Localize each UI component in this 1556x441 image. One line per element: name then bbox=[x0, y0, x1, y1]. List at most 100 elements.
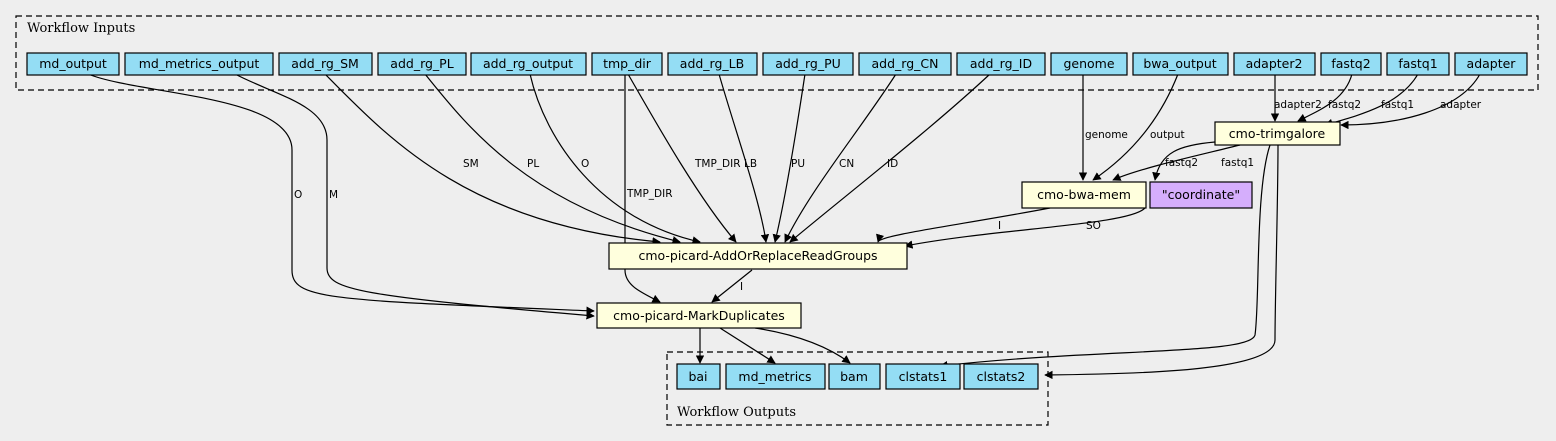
output-label-md-metrics: md_metrics bbox=[738, 369, 811, 384]
input-label-add-rg-lb: add_rg_LB bbox=[680, 56, 744, 71]
input-label-adapter: adapter bbox=[1467, 56, 1517, 71]
input-label-tmp-dir: tmp_dir bbox=[603, 56, 652, 71]
step-label-trimgalore: cmo-trimgalore bbox=[1229, 126, 1326, 141]
input-label-adapter2: adapter2 bbox=[1246, 56, 1303, 71]
step-label-bwa-mem: cmo-bwa-mem bbox=[1037, 187, 1131, 202]
edge-label-fastq1-trim: fastq1 bbox=[1381, 99, 1414, 111]
edge-trim-clstats1 bbox=[939, 144, 1271, 370]
edge-trim-bwa-fastq1 bbox=[1112, 144, 1241, 181]
edge-coordinate-addrg bbox=[904, 207, 1146, 249]
output-node-clstats2[interactable]: clstats2 bbox=[963, 363, 1039, 390]
output-node-bam[interactable]: bam bbox=[828, 363, 881, 390]
input-node-add-rg-sm[interactable]: add_rg_SM bbox=[278, 52, 373, 76]
edge-add-rg-lb bbox=[718, 73, 770, 243]
input-label-bwa-output: bwa_output bbox=[1143, 56, 1216, 71]
edge-tmp-dir-addrg bbox=[627, 73, 737, 243]
edge-label-id: ID bbox=[887, 158, 898, 170]
workflow-outputs-cluster: Workflow Outputs bbox=[666, 351, 1049, 426]
edge-addrg-markdup bbox=[711, 269, 753, 303]
output-label-bai: bai bbox=[688, 369, 707, 384]
edge-add-rg-id bbox=[789, 73, 991, 243]
input-label-add-rg-id: add_rg_ID bbox=[970, 56, 1032, 71]
input-label-genome: genome bbox=[1063, 56, 1114, 71]
input-node-bwa-output[interactable]: bwa_output bbox=[1132, 52, 1229, 76]
input-label-fastq2: fastq2 bbox=[1331, 56, 1370, 71]
edge-md-metrics-output bbox=[234, 73, 595, 320]
edge-markdup-metrics bbox=[719, 327, 776, 364]
edge-label-adapter: adapter bbox=[1440, 99, 1482, 111]
step-node-add-rg[interactable]: cmo-picard-AddOrReplaceReadGroups bbox=[608, 242, 908, 270]
output-label-clstats1: clstats1 bbox=[899, 369, 948, 384]
input-node-add-rg-output[interactable]: add_rg_output bbox=[470, 52, 587, 76]
output-nodes: bai md_metrics bam clstats1 clstats2 bbox=[676, 363, 1039, 390]
output-node-md-metrics[interactable]: md_metrics bbox=[725, 363, 826, 390]
input-node-add-rg-pl[interactable]: add_rg_PL bbox=[377, 52, 467, 76]
inputs-cluster-title: Workflow Inputs bbox=[27, 21, 135, 36]
input-node-md-metrics-output[interactable]: md_metrics_output bbox=[124, 52, 274, 76]
edge-label-so: SO bbox=[1086, 220, 1101, 232]
input-node-add-rg-lb[interactable]: add_rg_LB bbox=[667, 52, 758, 76]
edge-tmp-dir-markdup bbox=[624, 74, 661, 303]
edge-label-m: M bbox=[329, 189, 338, 201]
input-node-md-output[interactable]: md_output bbox=[26, 52, 120, 76]
edge-markdup-bam bbox=[754, 327, 851, 364]
edge-label-o-1: O bbox=[294, 189, 302, 201]
edge-label-tmp-dir-2: TMP_DIR bbox=[626, 188, 673, 200]
edge-add-rg-pl bbox=[424, 73, 681, 245]
edge-label-o-2: O bbox=[581, 158, 589, 170]
const-node-coordinate[interactable]: "coordinate" bbox=[1149, 181, 1253, 209]
edge-label-bwa-i: I bbox=[998, 220, 1001, 232]
edge-fastq2-trim bbox=[1297, 73, 1353, 122]
output-node-clstats1[interactable]: clstats1 bbox=[885, 363, 961, 390]
edge-bwa-addrg bbox=[876, 207, 1051, 243]
input-label-add-rg-output: add_rg_output bbox=[483, 56, 573, 71]
output-label-bam: bam bbox=[840, 369, 868, 384]
edge-add-rg-sm bbox=[324, 73, 661, 246]
edge-add-rg-output bbox=[529, 73, 701, 245]
outputs-cluster-title: Workflow Outputs bbox=[677, 405, 796, 420]
edge-trim-clstats2 bbox=[1044, 144, 1279, 380]
input-node-adapter2[interactable]: adapter2 bbox=[1233, 52, 1316, 76]
input-node-add-rg-pu[interactable]: add_rg_PU bbox=[762, 52, 854, 76]
input-node-genome[interactable]: genome bbox=[1050, 52, 1128, 76]
step-node-markdup[interactable]: cmo-picard-MarkDuplicates bbox=[596, 302, 802, 329]
edge-adapter-trim bbox=[1340, 73, 1481, 130]
edge-label-lb: LB bbox=[744, 158, 757, 170]
input-label-md-output: md_output bbox=[39, 56, 107, 71]
workflow-inputs-cluster: Workflow Inputs bbox=[15, 15, 1539, 91]
edge-label-adapter2: adapter2 bbox=[1274, 99, 1322, 111]
input-node-fastq1[interactable]: fastq1 bbox=[1386, 52, 1450, 76]
edge-md-output bbox=[87, 73, 595, 315]
edge-label-cn: CN bbox=[839, 158, 854, 170]
step-label-markdup: cmo-picard-MarkDuplicates bbox=[613, 308, 785, 323]
input-node-fastq2[interactable]: fastq2 bbox=[1320, 52, 1382, 76]
step-label-add-rg: cmo-picard-AddOrReplaceReadGroups bbox=[638, 248, 877, 263]
input-label-add-rg-sm: add_rg_SM bbox=[291, 56, 359, 71]
edge-label-fastq2-bwa: fastq2 bbox=[1165, 157, 1198, 169]
edge-label-tmp-dir-1: TMP_DIR bbox=[694, 158, 741, 170]
step-nodes: cmo-trimgalore cmo-bwa-mem "coordinate" … bbox=[596, 121, 1341, 329]
edge-label-output: output bbox=[1150, 129, 1185, 141]
input-label-add-rg-cn: add_rg_CN bbox=[872, 56, 939, 71]
edge-trim-bwa-fastq2 bbox=[1152, 141, 1216, 181]
output-node-bai[interactable]: bai bbox=[676, 363, 721, 390]
const-label-coordinate: "coordinate" bbox=[1162, 187, 1240, 202]
edge-labels: O M SM PL O TMP_DIR LB TMP_DIR PU CN ID … bbox=[294, 99, 1482, 293]
edge-add-rg-cn bbox=[784, 73, 897, 243]
step-node-trimgalore[interactable]: cmo-trimgalore bbox=[1214, 121, 1341, 146]
edges bbox=[87, 73, 1481, 380]
input-node-add-rg-cn[interactable]: add_rg_CN bbox=[858, 52, 952, 76]
step-node-bwa-mem[interactable]: cmo-bwa-mem bbox=[1021, 181, 1147, 209]
edge-label-addrg-i: I bbox=[740, 281, 743, 293]
edge-label-genome: genome bbox=[1085, 129, 1128, 141]
edge-add-rg-pu bbox=[772, 73, 806, 243]
input-node-adapter[interactable]: adapter bbox=[1454, 52, 1528, 76]
input-node-add-rg-id[interactable]: add_rg_ID bbox=[956, 52, 1046, 76]
input-node-tmp-dir[interactable]: tmp_dir bbox=[591, 52, 663, 76]
edge-label-fastq2-trim: fastq2 bbox=[1328, 99, 1361, 111]
edge-label-fastq1-bwa: fastq1 bbox=[1221, 157, 1254, 169]
edge-label-sm: SM bbox=[463, 158, 479, 170]
input-label-md-metrics-output: md_metrics_output bbox=[139, 56, 260, 71]
edge-label-pu: PU bbox=[791, 158, 805, 170]
